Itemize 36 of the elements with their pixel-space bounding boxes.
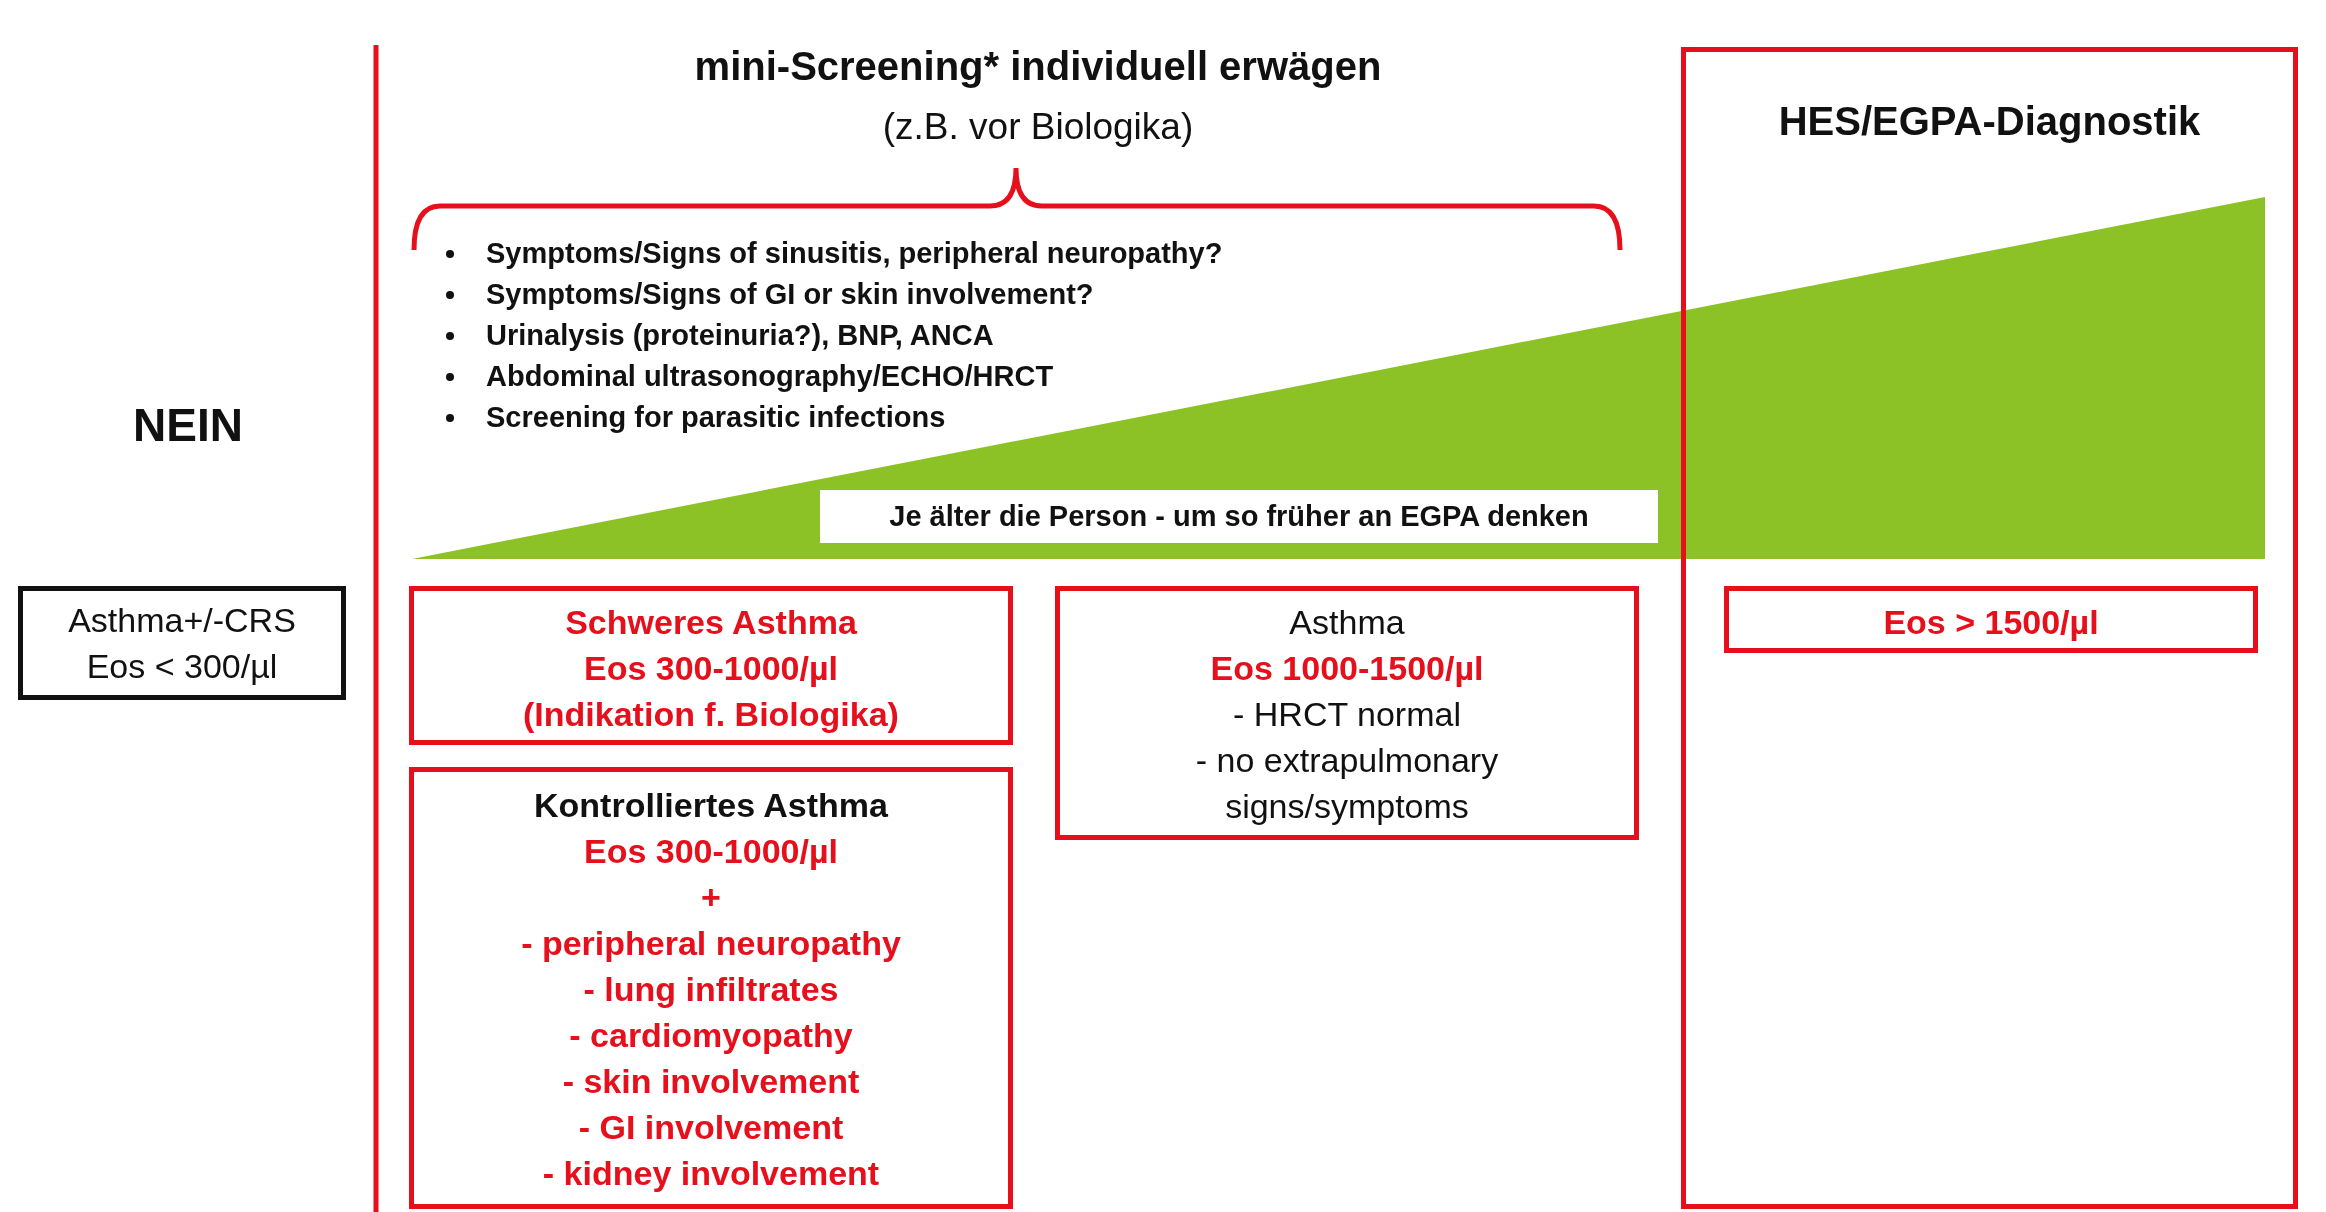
threshold-box (1724, 586, 2258, 653)
condition-box (409, 586, 1013, 745)
box-text: - skin involvement (562, 1061, 860, 1102)
box-text: Je älter die Person - um so früher an EGPA denken (889, 499, 1589, 534)
box-text: Eos > 1500/µl (1883, 602, 2099, 643)
box-text: Eos 300-1000/µl (584, 648, 838, 689)
box-text: - HRCT normal (1233, 694, 1461, 735)
condition-box (409, 767, 1013, 1209)
box-text: + (701, 877, 721, 918)
box-text: Eos 300-1000/µl (584, 831, 838, 872)
box-text: Asthma+/-CRS (68, 600, 296, 641)
condition-box (18, 586, 346, 700)
box-text: (Indikation f. Biologika) (523, 694, 899, 735)
box-text: - peripheral neuropathy (521, 923, 901, 964)
box-text: - cardiomyopathy (569, 1015, 853, 1056)
box-text: Eos 1000-1500/µl (1210, 648, 1484, 689)
diagnostics-panel (1681, 47, 2298, 1209)
heading: HES/EGPA-Diagnostik (1778, 98, 2201, 144)
box-text: Schweres Asthma (565, 602, 857, 643)
bullet-item: Symptoms/Signs of sinusitis, peripheral neuropathy? (486, 237, 1223, 269)
heading: Kontrolliertes Asthma (534, 785, 888, 826)
bullet-item: Screening for parasitic infections (486, 401, 946, 433)
bullet-item: Urinalysis (proteinuria?), BNP, ANCA (486, 319, 994, 351)
box-text: Eos < 300/µl (86, 646, 278, 687)
box-text: - lung infiltrates (583, 969, 839, 1010)
box-text: - GI involvement (578, 1107, 844, 1148)
bullet-item: Abdominal ultrasonography/ECHO/HRCT (486, 360, 1054, 392)
title: mini-Screening* individuell erwägen (693, 44, 1383, 89)
bullet-item: Symptoms/Signs of GI or skin involvement? (486, 278, 1094, 310)
condition-box (1055, 586, 1639, 840)
box-text: - no extrapulmonary signs/symptoms (1194, 740, 1500, 827)
subtitle: (z.B. vor Biologika) (881, 106, 1195, 148)
note-banner (820, 490, 1658, 543)
side-label: NEIN (132, 398, 244, 452)
box-text: - kidney involvement (542, 1153, 880, 1194)
box-text: Asthma (1289, 602, 1405, 643)
